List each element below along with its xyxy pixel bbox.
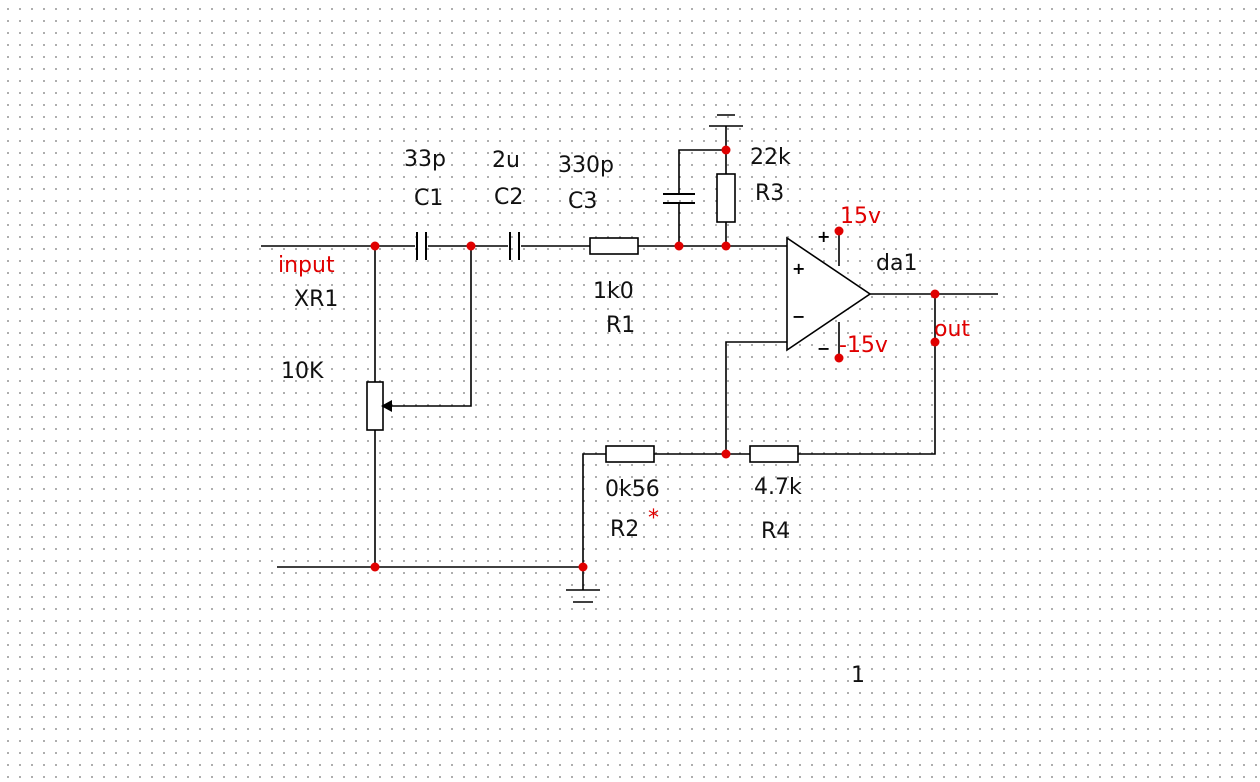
r3-value: 22k xyxy=(750,145,791,170)
net-label-input: input xyxy=(278,253,335,278)
r1-name: R1 xyxy=(606,313,636,338)
r2-value: 0k56 xyxy=(605,477,660,502)
r2-name: R2 xyxy=(610,517,640,542)
opamp-name: da1 xyxy=(876,251,918,276)
c2-value: 2u xyxy=(492,148,520,173)
capacitor-c3 xyxy=(663,193,695,204)
r1-value: 1k0 xyxy=(593,279,634,304)
net-label-out: out xyxy=(934,317,971,342)
junction-nodes xyxy=(370,145,940,572)
xr1-name: XR1 xyxy=(294,287,339,312)
c1-value: 33p xyxy=(404,147,446,172)
feedback-wire xyxy=(654,294,936,455)
c3-wires xyxy=(678,149,726,246)
ground-top xyxy=(709,114,743,127)
resistor-r1 xyxy=(589,237,639,255)
wiper-wire xyxy=(389,246,472,407)
net-label-plus-supply: 15v xyxy=(840,204,882,229)
capacitor-c2 xyxy=(509,232,520,260)
opamp-positive-supply-sign: + xyxy=(817,227,831,246)
opamp-da1 xyxy=(786,236,872,352)
resistor-r3 xyxy=(716,173,736,223)
wiper-arrow xyxy=(381,400,392,412)
ground-bottom xyxy=(566,589,600,603)
opamp-inverting-sign: − xyxy=(792,307,806,326)
opamp-noninverting-sign: + xyxy=(792,259,806,278)
capacitor-c1 xyxy=(416,232,427,260)
c3-value: 330p xyxy=(558,153,614,178)
potentiometer-xr1 xyxy=(366,381,384,431)
r4-name: R4 xyxy=(761,519,791,544)
ground-wire xyxy=(277,453,606,590)
net-label-minus-supply: -15v xyxy=(839,333,888,358)
r3-name: R3 xyxy=(755,181,785,206)
c3-name: C3 xyxy=(568,189,598,214)
r2-marker: * xyxy=(648,506,659,531)
c1-name: C1 xyxy=(414,186,444,211)
resistor-r4 xyxy=(749,445,799,463)
opamp-negative-supply-sign: − xyxy=(817,339,831,358)
r4-value: 4.7k xyxy=(754,475,802,500)
page-number: 1 xyxy=(851,663,865,688)
c2-name: C2 xyxy=(494,185,524,210)
xr1-value: 10K xyxy=(281,359,324,384)
resistor-r2 xyxy=(605,445,655,463)
